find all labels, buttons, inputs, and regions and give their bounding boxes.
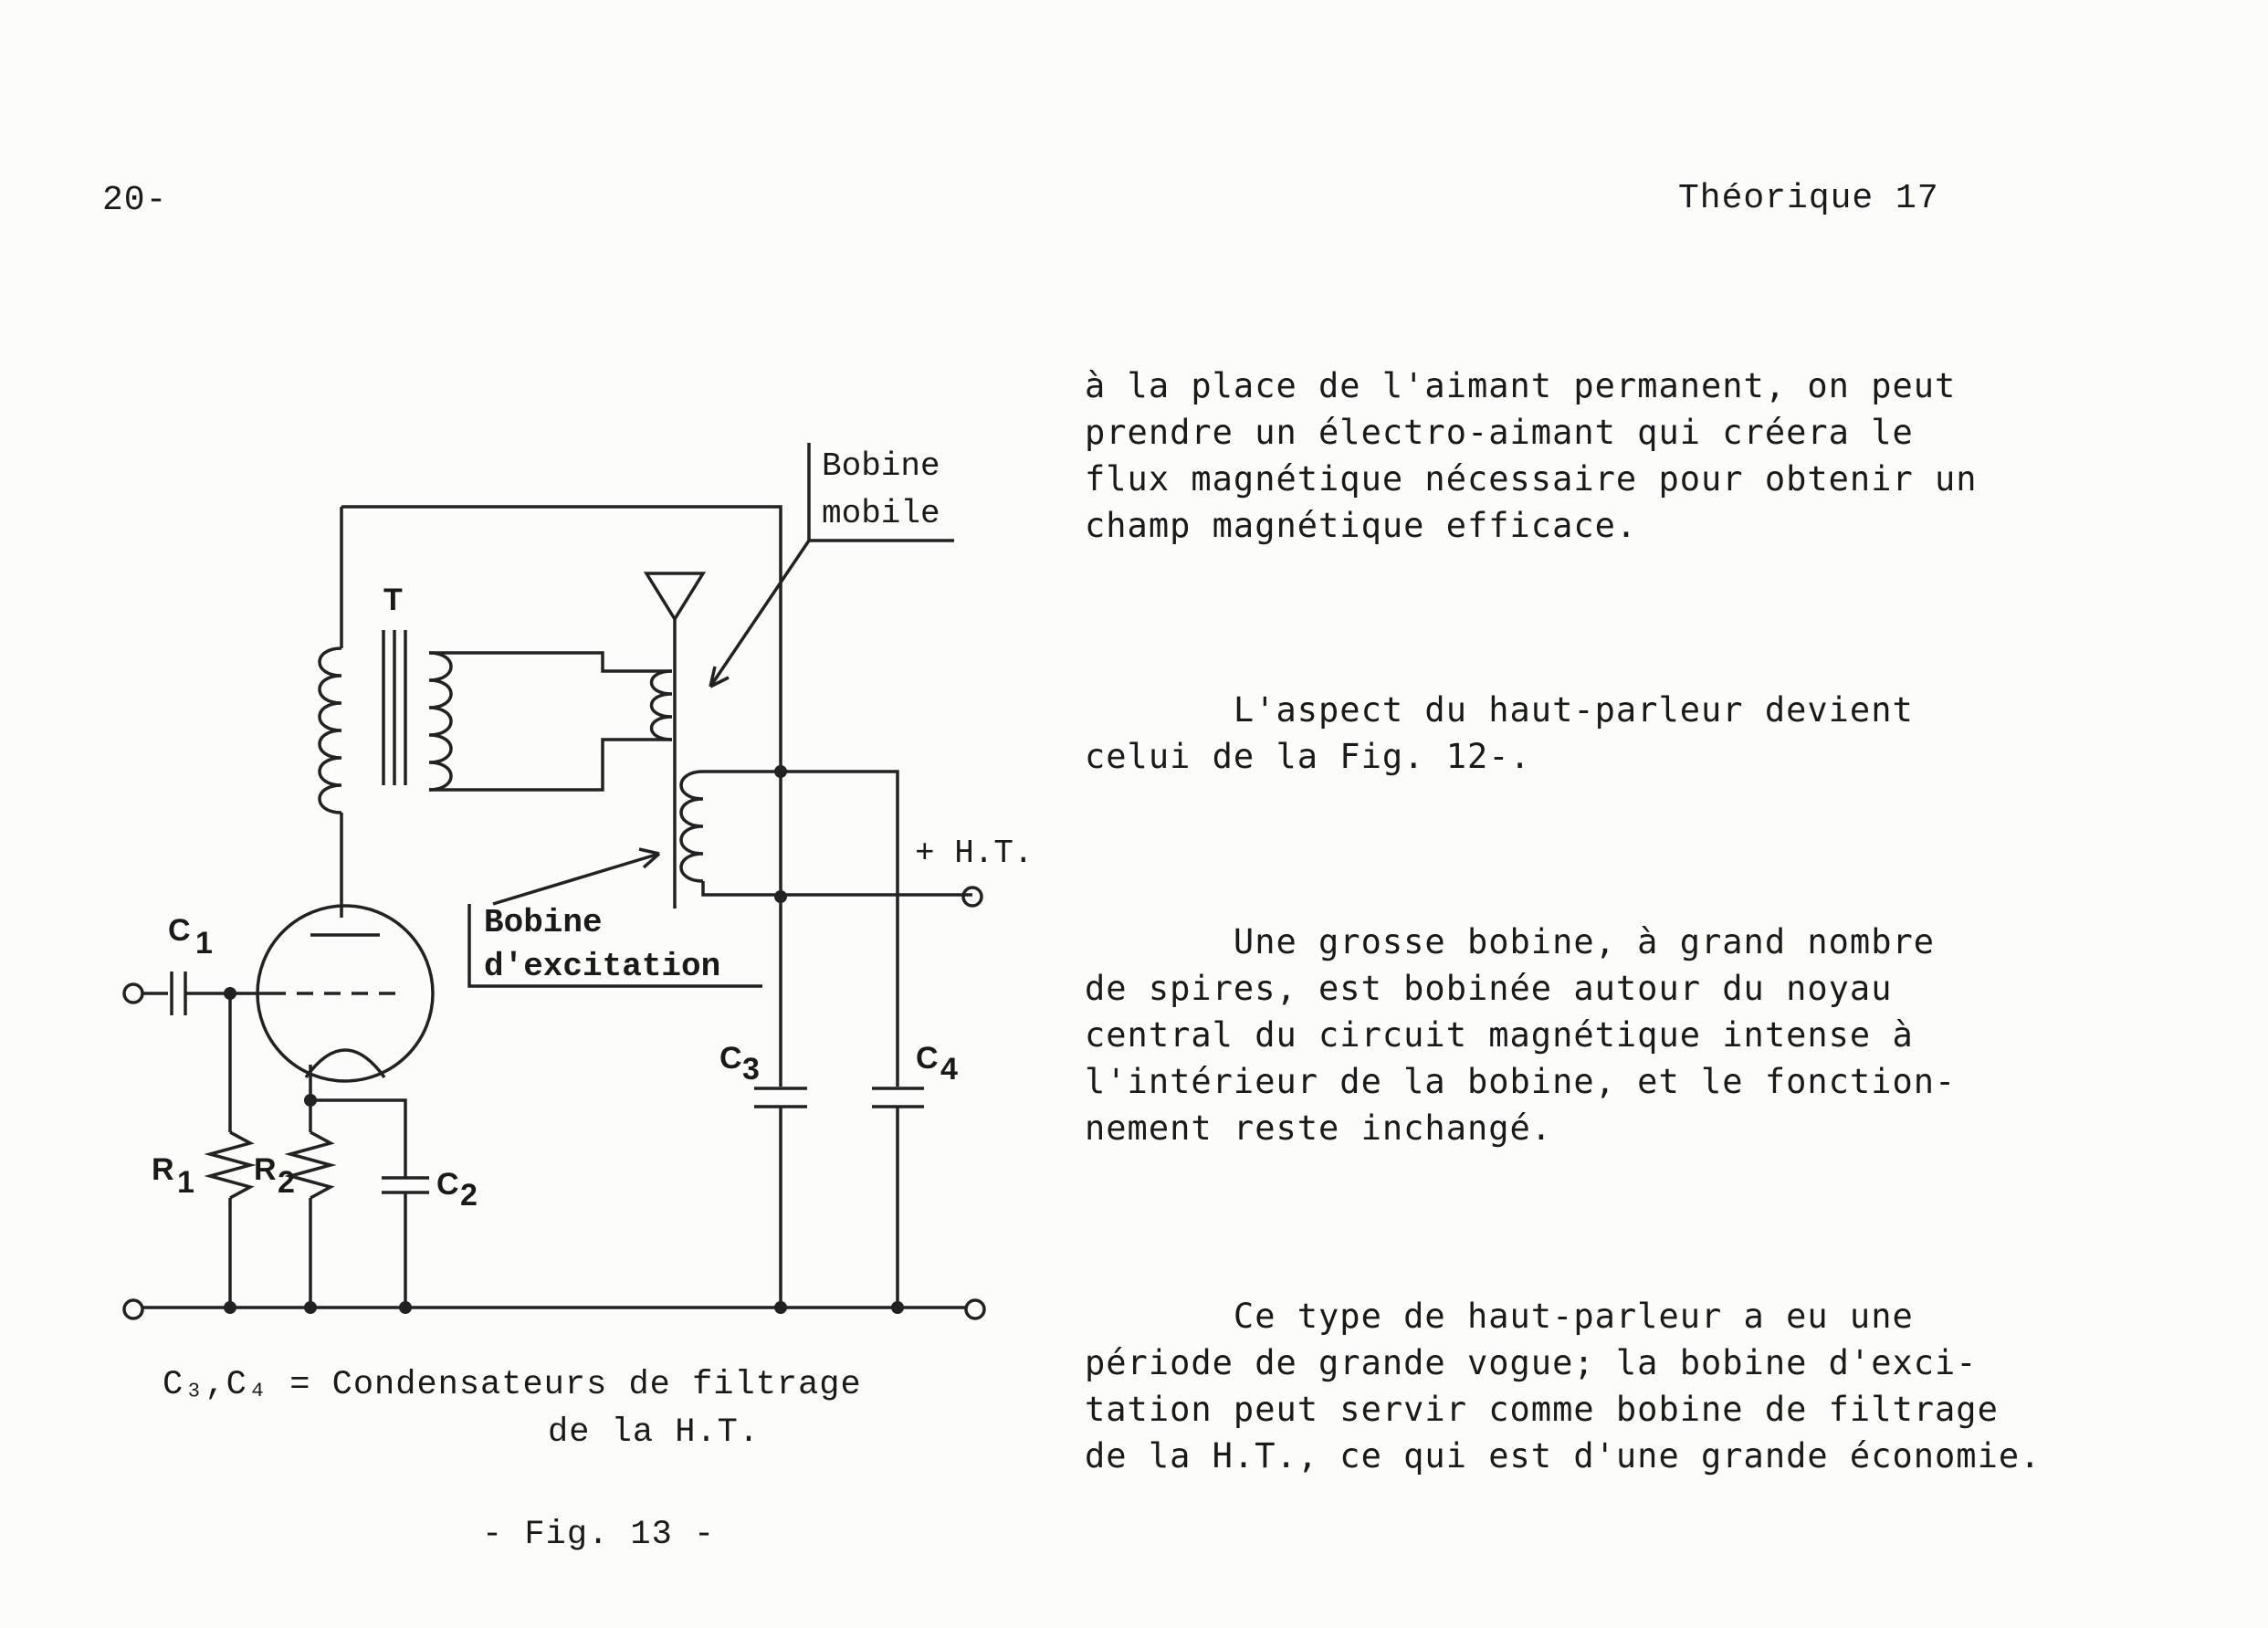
transformer-secondary-coil bbox=[428, 651, 453, 792]
wire-field-coil-bottom bbox=[701, 881, 972, 897]
label-r2: R bbox=[254, 1152, 277, 1187]
label-c3: C bbox=[719, 1041, 742, 1076]
circuit-diagram: T Bobine mobile + H.T. Bobine d'excitati… bbox=[122, 443, 1034, 1320]
field-coil-label-bracket bbox=[467, 904, 762, 988]
voice-coil-arrow bbox=[709, 540, 811, 688]
resistor-r1 bbox=[204, 1130, 257, 1200]
figure-caption-line2: de la H.T. bbox=[548, 1413, 761, 1452]
figure-caption-line1: C₃,C₄ = Condensateurs de filtrage bbox=[163, 1366, 862, 1404]
field-coil-arrow bbox=[492, 847, 661, 906]
label-field-coil-1: Bobine bbox=[484, 904, 603, 941]
label-c2-sub: 2 bbox=[460, 1178, 478, 1213]
label-transformer: T bbox=[383, 583, 403, 617]
figure-title: - Fig. 13 - bbox=[482, 1516, 716, 1554]
wire-secondary bbox=[429, 651, 672, 792]
ground-terminal-right[interactable] bbox=[964, 1298, 986, 1320]
paragraph-2: L'aspect du haut-parleur devient celui d… bbox=[1085, 690, 1914, 776]
label-voice-coil-1: Bobine bbox=[822, 447, 940, 485]
speaker-cone-icon bbox=[643, 572, 707, 623]
paragraph-4: Ce type de haut-parleur a eu une période… bbox=[1085, 1297, 2042, 1476]
junction bbox=[774, 890, 787, 903]
section-header: Théorique 17 bbox=[1678, 179, 1939, 218]
wire-c3-branch bbox=[781, 770, 899, 1087]
label-c1-sub: 1 bbox=[195, 926, 213, 961]
ht-terminal[interactable] bbox=[961, 886, 983, 908]
label-field-coil-2: d'excitation bbox=[484, 948, 720, 985]
wire-cathode bbox=[309, 1065, 407, 1178]
label-r1: R bbox=[152, 1152, 174, 1187]
label-c4-sub: 4 bbox=[940, 1052, 958, 1087]
label-c1: C bbox=[168, 913, 191, 948]
label-r2-sub: 2 bbox=[278, 1165, 295, 1200]
voice-coil bbox=[649, 669, 673, 741]
label-r1-sub: 1 bbox=[177, 1165, 194, 1200]
label-ht: + H.T. bbox=[915, 835, 1034, 872]
label-c2: C bbox=[436, 1167, 459, 1202]
junction bbox=[891, 1301, 904, 1314]
page-number: 20- bbox=[102, 181, 168, 220]
junction bbox=[399, 1301, 412, 1314]
input-terminal[interactable] bbox=[122, 982, 144, 1004]
junction bbox=[304, 1301, 317, 1314]
label-c4: C bbox=[916, 1041, 939, 1076]
wire-top-loop bbox=[341, 505, 782, 772]
ground-terminal-left[interactable] bbox=[122, 1298, 144, 1320]
junction bbox=[774, 1301, 787, 1314]
triode-cathode bbox=[304, 1048, 386, 1079]
field-coil bbox=[679, 770, 704, 883]
paragraph-3: Une grosse bobine, à grand nombre de spi… bbox=[1085, 922, 1957, 1148]
paragraph-1: à la place de l'aimant permanent, on peu… bbox=[1085, 366, 1978, 545]
transformer-primary-coil bbox=[318, 646, 342, 814]
junction bbox=[224, 1301, 236, 1314]
label-c3-sub: 3 bbox=[742, 1052, 760, 1087]
resistor-r2 bbox=[284, 1130, 337, 1200]
label-voice-coil-2: mobile bbox=[822, 495, 940, 532]
